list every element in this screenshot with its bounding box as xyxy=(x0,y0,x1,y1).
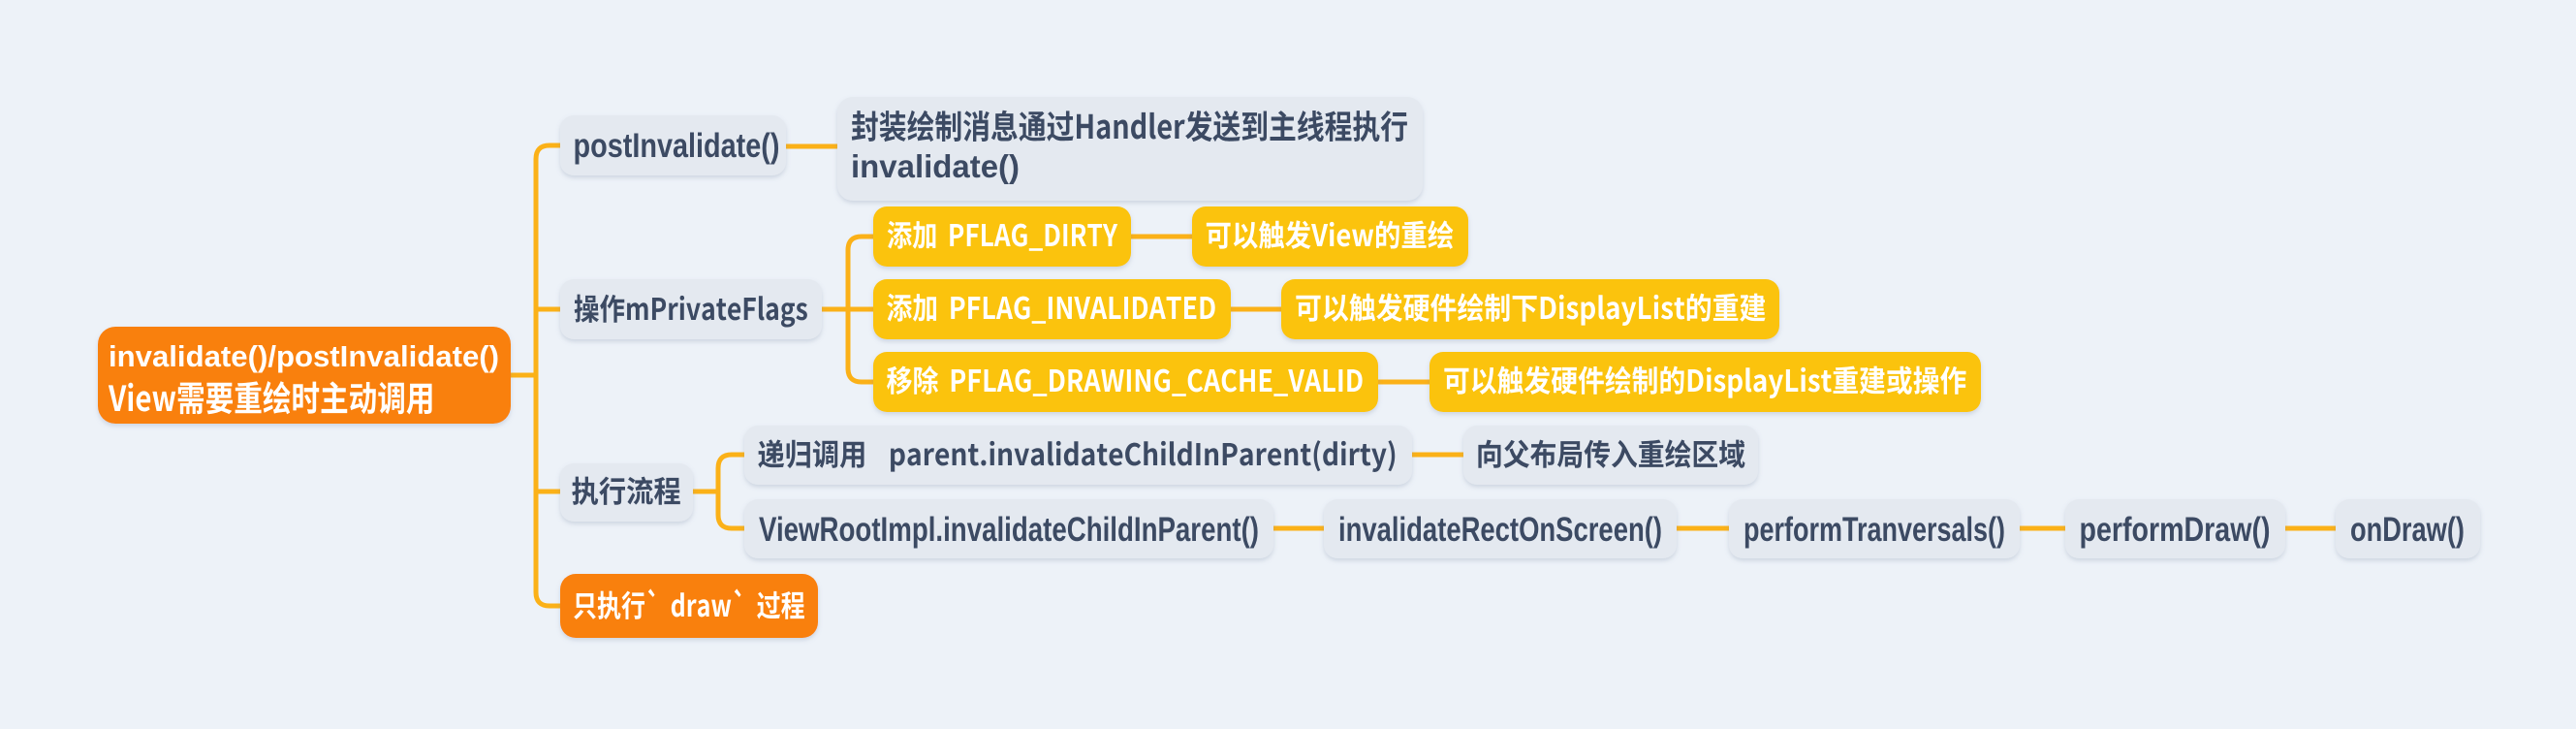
svg-text:performDraw(): performDraw() xyxy=(2080,511,2271,549)
svg-text:ViewRootImpl.invalidateChildIn: ViewRootImpl.invalidateChildInParent() xyxy=(759,511,1259,549)
svg-text:invalidateRectOnScreen(): invalidateRectOnScreen() xyxy=(1338,511,1662,549)
svg-text:postInvalidate(): postInvalidate() xyxy=(574,127,780,165)
svg-text:performTranversals(): performTranversals() xyxy=(1744,511,2005,549)
svg-text:invalidate()/postInvalidate(): invalidate()/postInvalidate() xyxy=(109,339,499,373)
svg-text:invalidate(): invalidate() xyxy=(851,148,1020,184)
svg-text:onDraw(): onDraw() xyxy=(2350,511,2465,549)
